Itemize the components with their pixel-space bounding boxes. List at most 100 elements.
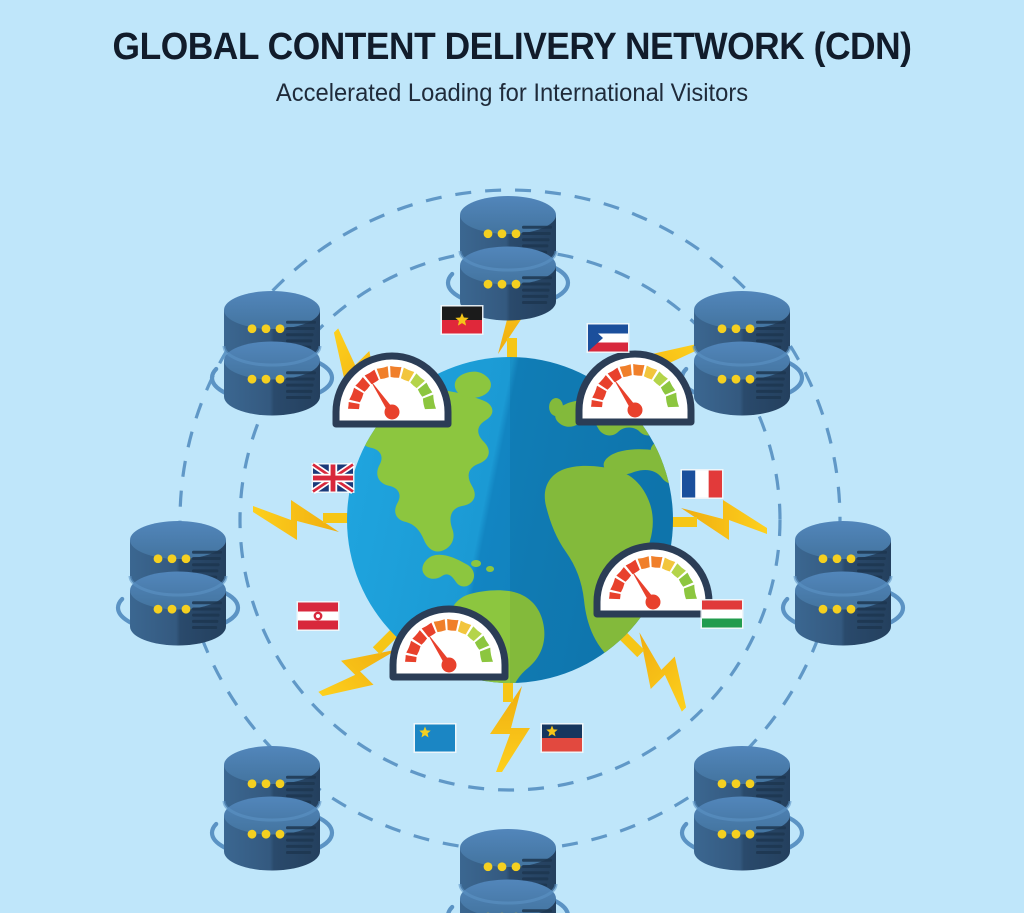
landmass-0: [359, 388, 493, 552]
server-status-led-0: [483, 279, 493, 289]
gauge-segment-3: [400, 367, 415, 382]
gauge-segment-4: [447, 619, 459, 631]
server-north[interactable]: [445, 196, 571, 321]
server-drum-lower: [224, 796, 320, 871]
server-status-led-2: [745, 779, 755, 789]
flag-black-red-star: Black and red flag with gold star: [440, 305, 484, 335]
server-drum-lower: [795, 571, 891, 646]
server-status-led-1: [832, 604, 842, 614]
flag-field: [415, 724, 455, 752]
server-status-led-2: [275, 829, 285, 839]
gauge-segment-1: [474, 635, 490, 650]
server-status-led-0: [483, 862, 493, 872]
landmass-2: [422, 554, 474, 587]
landmass-1: [454, 371, 491, 398]
gauge-segment-9: [405, 655, 417, 663]
server-status-led-0: [717, 779, 727, 789]
earth-globe: [347, 357, 673, 683]
server-status-led-1: [261, 779, 271, 789]
flag-union-jack: United Kingdom flag: [311, 462, 355, 494]
server-drum-lower: [224, 341, 320, 416]
page-subtitle: Accelerated Loading for International Vi…: [275, 78, 749, 107]
lightning-bolt-glyph: [639, 632, 687, 712]
flag-red-white-emblem: Red and white flag with central emblem: [296, 601, 340, 631]
server-west[interactable]: [115, 521, 241, 646]
gauge-segment-8: [406, 640, 421, 656]
server-status-led-2: [275, 779, 285, 789]
server-northwest[interactable]: [209, 291, 335, 416]
server-status-led-2: [275, 374, 285, 384]
gauge-segment-8: [592, 385, 607, 401]
server-south[interactable]: [446, 829, 570, 913]
gauge-segment-0: [422, 394, 436, 410]
server-status-led-0: [717, 374, 727, 384]
server-drum-lower: [130, 571, 226, 646]
server-status-led-1: [261, 374, 271, 384]
flag-field: [298, 602, 338, 630]
lightning-bolt-glyph: [318, 649, 398, 697]
flag-field: [311, 462, 355, 494]
server-status-led-2: [846, 604, 856, 614]
gauge-needle-hub: [627, 402, 643, 418]
server-status-led-2: [181, 604, 191, 614]
flag-navy-red-star: Navy and red flag with gold star: [540, 723, 584, 753]
header-block: GLOBAL CONTENT DELIVERY NETWORK (CDN) Ac…: [0, 26, 1024, 108]
speed-gauges: [332, 350, 713, 681]
gauge-segment-2: [653, 371, 668, 387]
gauge-segment-5: [433, 619, 446, 633]
server-status-led-0: [247, 829, 257, 839]
gauge-segment-7: [412, 630, 428, 645]
gauge-segment-5: [637, 556, 650, 570]
flag-blue-star: Blue flag with gold star in canton: [413, 723, 457, 753]
server-status-led-2: [511, 279, 521, 289]
gauge-segment-5: [376, 366, 389, 380]
gauge-segment-9: [348, 402, 360, 410]
server-status-led-2: [181, 554, 191, 564]
server-status-led-1: [731, 374, 741, 384]
gauge-segment-1: [417, 382, 433, 397]
server-status-led-1: [731, 779, 741, 789]
server-status-led-1: [167, 604, 177, 614]
server-northeast[interactable]: [679, 291, 805, 416]
server-status-led-1: [167, 554, 177, 564]
gauge-segment-6: [364, 369, 379, 385]
server-status-led-0: [717, 324, 727, 334]
landmass-4: [486, 566, 495, 572]
gauge-segment-4: [390, 366, 402, 378]
server-status-led-2: [511, 229, 521, 239]
server-status-led-1: [261, 324, 271, 334]
lightning-bolt-glyph: [681, 500, 767, 540]
server-drum-lower: [694, 796, 790, 871]
flag-hungary: Hungary flag: [700, 599, 744, 629]
gauge-segment-9: [609, 592, 621, 600]
flag-field: [442, 306, 482, 334]
gauge-segment-5: [619, 364, 632, 378]
gauge-top-left: [332, 352, 452, 428]
server-status-led-2: [275, 324, 285, 334]
server-southeast[interactable]: [679, 746, 805, 871]
server-status-led-2: [745, 374, 755, 384]
server-status-led-2: [745, 829, 755, 839]
server-southwest[interactable]: [209, 746, 335, 871]
gauge-segment-0: [665, 392, 679, 408]
server-status-led-1: [832, 554, 842, 564]
gauge-needle-hub: [384, 404, 400, 420]
flag-star: [419, 726, 431, 738]
gauge-segment-7: [355, 377, 371, 392]
server-status-led-1: [497, 279, 507, 289]
flag-france: France flag: [680, 469, 724, 499]
server-status-led-0: [153, 554, 163, 564]
gauge-needle-hub: [645, 594, 661, 610]
gauge-segment-4: [651, 556, 663, 568]
server-drum-lower: [694, 341, 790, 416]
gauge-needle-hub: [441, 657, 457, 673]
server-east[interactable]: [780, 521, 906, 646]
gauge-segment-8: [610, 577, 625, 593]
gauge-segment-2: [671, 563, 686, 579]
server-status-led-2: [745, 324, 755, 334]
flag-star: [546, 725, 558, 737]
gauge-segment-6: [421, 622, 436, 638]
flag-field: [682, 470, 722, 498]
